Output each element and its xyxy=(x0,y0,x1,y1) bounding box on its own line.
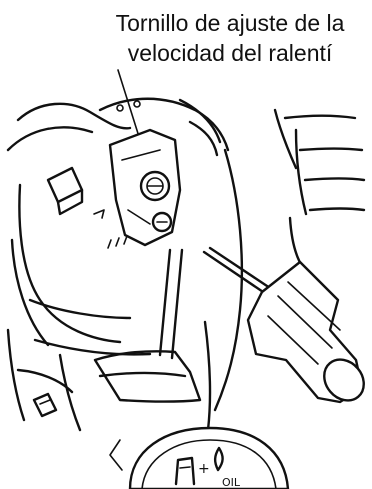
choke-block xyxy=(48,168,82,214)
screwdriver-icon xyxy=(204,248,372,408)
idle-screw-callout: Tornillo de ajuste de la velocidad del r… xyxy=(90,8,370,68)
fuel-cap xyxy=(110,428,288,489)
callout-line-2: velocidad del ralentí xyxy=(90,38,370,68)
side-fastener xyxy=(34,394,56,416)
svg-text:+: + xyxy=(198,461,210,477)
callout-line-1: Tornillo de ajuste de la xyxy=(90,8,370,38)
svg-text:OIL: OIL xyxy=(222,476,241,489)
